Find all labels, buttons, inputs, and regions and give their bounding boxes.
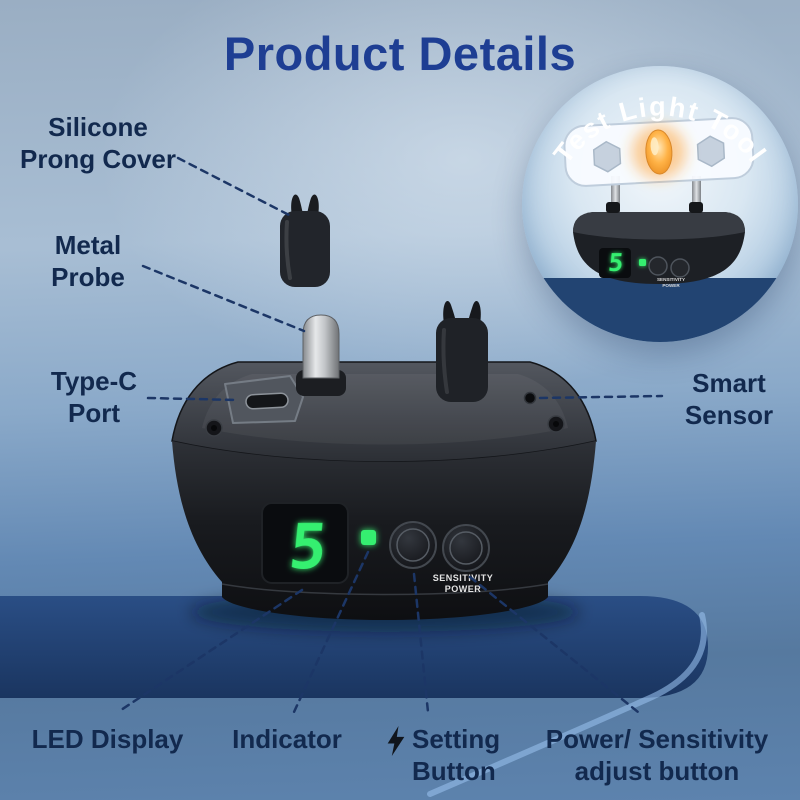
test-tool-pin-left	[611, 176, 620, 218]
page-title: Product Details	[223, 27, 577, 80]
test-light-inset-graphic: 5 SENSITIVITY POWER Test Light Tool	[522, 92, 798, 342]
type-c-port-graphic	[224, 375, 304, 424]
smart-sensor-graphic	[523, 391, 537, 405]
inset-power-button	[670, 258, 690, 278]
hex-hole-right	[696, 135, 726, 168]
hex-hole-left	[592, 140, 622, 173]
callout-power-sensitivity: Power/ Sensitivity adjust button	[545, 724, 769, 786]
rear-prong-graphic	[436, 301, 488, 402]
leader-silicone-prong-cover	[176, 156, 293, 218]
inset-indicator-light	[639, 259, 646, 266]
device-face	[172, 441, 596, 620]
indicator-light-graphic	[361, 530, 376, 545]
leader-led-display	[116, 588, 304, 714]
silicone-prong-cover-graphic	[280, 194, 330, 287]
inset-setting-button	[648, 256, 668, 276]
led-display-digit: 5	[286, 510, 331, 583]
inset-led-digit: 5	[607, 248, 625, 277]
leader-lines	[116, 156, 664, 714]
callout-setting-button: Setting Button	[386, 724, 538, 787]
callout-silicone-prong-cover: Silicone Prong Cover	[19, 112, 177, 174]
callout-led-display: LED Display	[31, 724, 184, 754]
device-graphic: 5 SENSITIVITY POWER	[171, 194, 597, 620]
inset-button-label-line2: POWER	[662, 283, 680, 288]
callout-smart-sensor: Smart Sensor	[684, 368, 774, 430]
test-light-inset: 5 SENSITIVITY POWER Test Light Tool	[522, 66, 798, 342]
face-bottom-lip	[221, 583, 549, 596]
deck-screws	[205, 415, 565, 437]
inset-table	[522, 278, 798, 342]
callout-metal-probe: Metal Probe	[51, 230, 125, 292]
leader-indicator	[292, 550, 370, 714]
test-light-tool-graphic	[563, 117, 755, 187]
device-button-label-line1: SENSITIVITY	[433, 573, 494, 583]
device-button-label-line2: POWER	[445, 584, 482, 594]
table-edge-highlight	[427, 612, 707, 797]
leader-type-c-port	[146, 396, 240, 402]
setting-button-graphic	[389, 521, 437, 569]
test-tool-pin-right	[692, 176, 701, 218]
leader-metal-probe	[141, 264, 306, 333]
led-display-graphic: 5	[261, 502, 349, 584]
lightning-bolt-icon	[387, 726, 405, 756]
inset-button-label-line1: SENSITIVITY	[657, 277, 685, 282]
callout-indicator: Indicator	[232, 724, 342, 754]
bulb-highlight	[650, 137, 659, 156]
leader-setting-button	[412, 572, 430, 714]
callout-type-c-port: Type-C Port	[50, 366, 138, 428]
inset-led-display	[599, 248, 631, 278]
leader-smart-sensor	[538, 394, 664, 400]
metal-probe-graphic	[296, 314, 346, 396]
inset-device-graphic: 5 SENSITIVITY POWER	[573, 202, 745, 288]
power-button-graphic	[442, 524, 490, 572]
callout-setting-button-label: Setting Button	[412, 724, 501, 786]
leader-power-button	[468, 575, 640, 714]
